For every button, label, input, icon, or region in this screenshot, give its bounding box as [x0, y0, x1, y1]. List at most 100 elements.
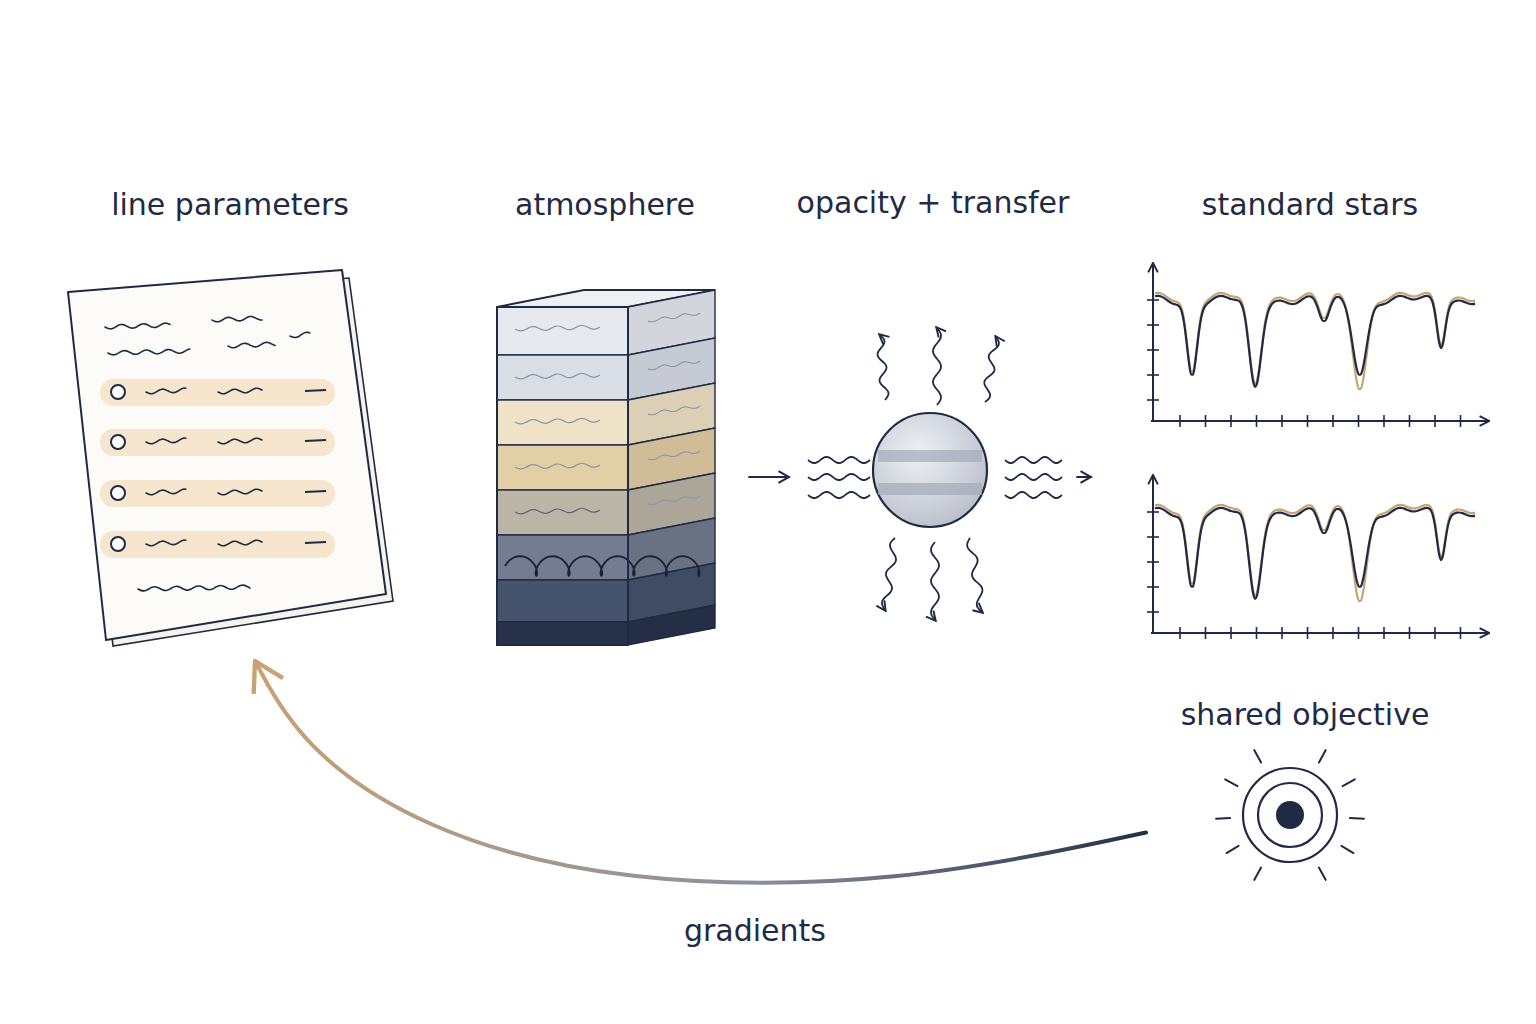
model-spectrum	[1155, 296, 1475, 387]
emitted-wave	[933, 328, 941, 405]
row-bullet	[111, 385, 125, 399]
diagram-node: atmosphere	[467, 185, 743, 650]
target-ray	[1225, 779, 1237, 786]
layer-texture	[648, 451, 700, 460]
axis-tick	[1332, 627, 1334, 639]
gradient-arrow	[255, 661, 1146, 883]
axis-tick	[1383, 415, 1385, 427]
atmosphere-layer	[497, 307, 628, 355]
diagram-node: line parameters	[52, 185, 408, 655]
axis-tick	[1307, 627, 1309, 639]
text-squiggle	[105, 323, 170, 329]
row-bullet	[111, 486, 125, 500]
text-squiggle	[218, 438, 262, 444]
x-axis	[1151, 632, 1488, 634]
axis-tick	[1460, 627, 1462, 639]
target-ray	[1254, 868, 1261, 880]
row-bullet	[111, 435, 125, 449]
node-title: standard stars	[1097, 185, 1523, 224]
axis-tick	[1147, 299, 1159, 301]
target-ray	[1350, 817, 1364, 820]
emitted-wave	[882, 538, 896, 610]
emitted-wave	[984, 337, 999, 402]
text-squiggle	[218, 388, 262, 394]
axis-tick	[1281, 415, 1283, 427]
incoming-wave	[808, 492, 870, 498]
axis-tick	[1434, 415, 1436, 427]
model-spectrum	[1155, 508, 1475, 599]
radiating-sphere	[808, 328, 1062, 620]
row-dash	[305, 390, 326, 391]
y-axis	[1152, 476, 1154, 633]
incoming-wave	[808, 474, 870, 480]
target-ray	[1343, 779, 1355, 786]
axis-tick	[1147, 536, 1159, 538]
text-squiggle	[228, 342, 275, 347]
diagram-node: opacity + transfer	[795, 183, 1071, 643]
diagram-node: standard stars	[1097, 185, 1523, 640]
target-ray	[1254, 750, 1261, 762]
axis-tick	[1409, 627, 1411, 639]
text-squiggle	[146, 438, 186, 444]
axis-tick	[1434, 627, 1436, 639]
atmosphere-layer	[497, 355, 628, 400]
sphere	[873, 413, 987, 527]
convection-loops	[505, 556, 700, 576]
axis-tick	[1332, 415, 1334, 427]
layer-texture	[515, 373, 600, 378]
flow-arrow	[1077, 476, 1091, 478]
atmosphere-layer	[497, 580, 628, 622]
layer-texture	[648, 313, 700, 322]
axis-tick	[1147, 349, 1159, 351]
atmosphere-layer	[497, 490, 628, 535]
axis-tick	[1147, 561, 1159, 563]
target-ray	[1341, 846, 1353, 853]
layer-texture	[648, 496, 700, 505]
sphere-band	[878, 450, 982, 462]
sphere-band	[878, 483, 982, 495]
axis-tick	[1147, 511, 1159, 513]
atmosphere-layer-side	[628, 605, 715, 645]
layer-texture	[648, 406, 700, 415]
axis-tick	[1205, 415, 1207, 427]
node-title: atmosphere	[467, 185, 743, 224]
spectrum-plot	[1147, 476, 1488, 639]
highlighted-row	[100, 379, 335, 406]
axis-tick	[1147, 611, 1159, 613]
y-axis	[1152, 264, 1154, 421]
axis-tick	[1460, 415, 1462, 427]
axis-tick	[1256, 415, 1258, 427]
layer-texture	[515, 325, 600, 330]
text-squiggle	[138, 585, 250, 591]
atmosphere-column	[497, 290, 715, 645]
layer-texture	[515, 508, 600, 513]
highlighted-row	[100, 429, 335, 456]
axis-tick	[1230, 627, 1232, 639]
axis-tick	[1281, 627, 1283, 639]
flow-arrow	[749, 476, 789, 478]
row-dash	[305, 440, 326, 441]
axis-tick	[1179, 627, 1181, 639]
axis-tick	[1358, 627, 1360, 639]
node-title: opacity + transfer	[795, 183, 1071, 222]
text-squiggle	[146, 489, 186, 495]
axis-tick	[1409, 415, 1411, 427]
target-ring	[1243, 768, 1337, 862]
target-ray	[1319, 750, 1326, 762]
target-icon	[1216, 750, 1364, 880]
observed-spectrum	[1155, 293, 1475, 389]
text-squiggle	[218, 489, 262, 495]
axis-tick	[1147, 586, 1159, 588]
text-squiggle	[146, 540, 186, 546]
axis-tick	[1230, 415, 1232, 427]
row-dash	[305, 542, 326, 543]
row-bullet	[111, 537, 125, 551]
target-ray	[1216, 817, 1230, 820]
text-squiggle	[218, 540, 262, 546]
layer-texture	[515, 463, 600, 468]
target-ray	[1227, 846, 1239, 853]
spectrum-plot	[1147, 264, 1488, 427]
column-outline	[497, 307, 628, 645]
